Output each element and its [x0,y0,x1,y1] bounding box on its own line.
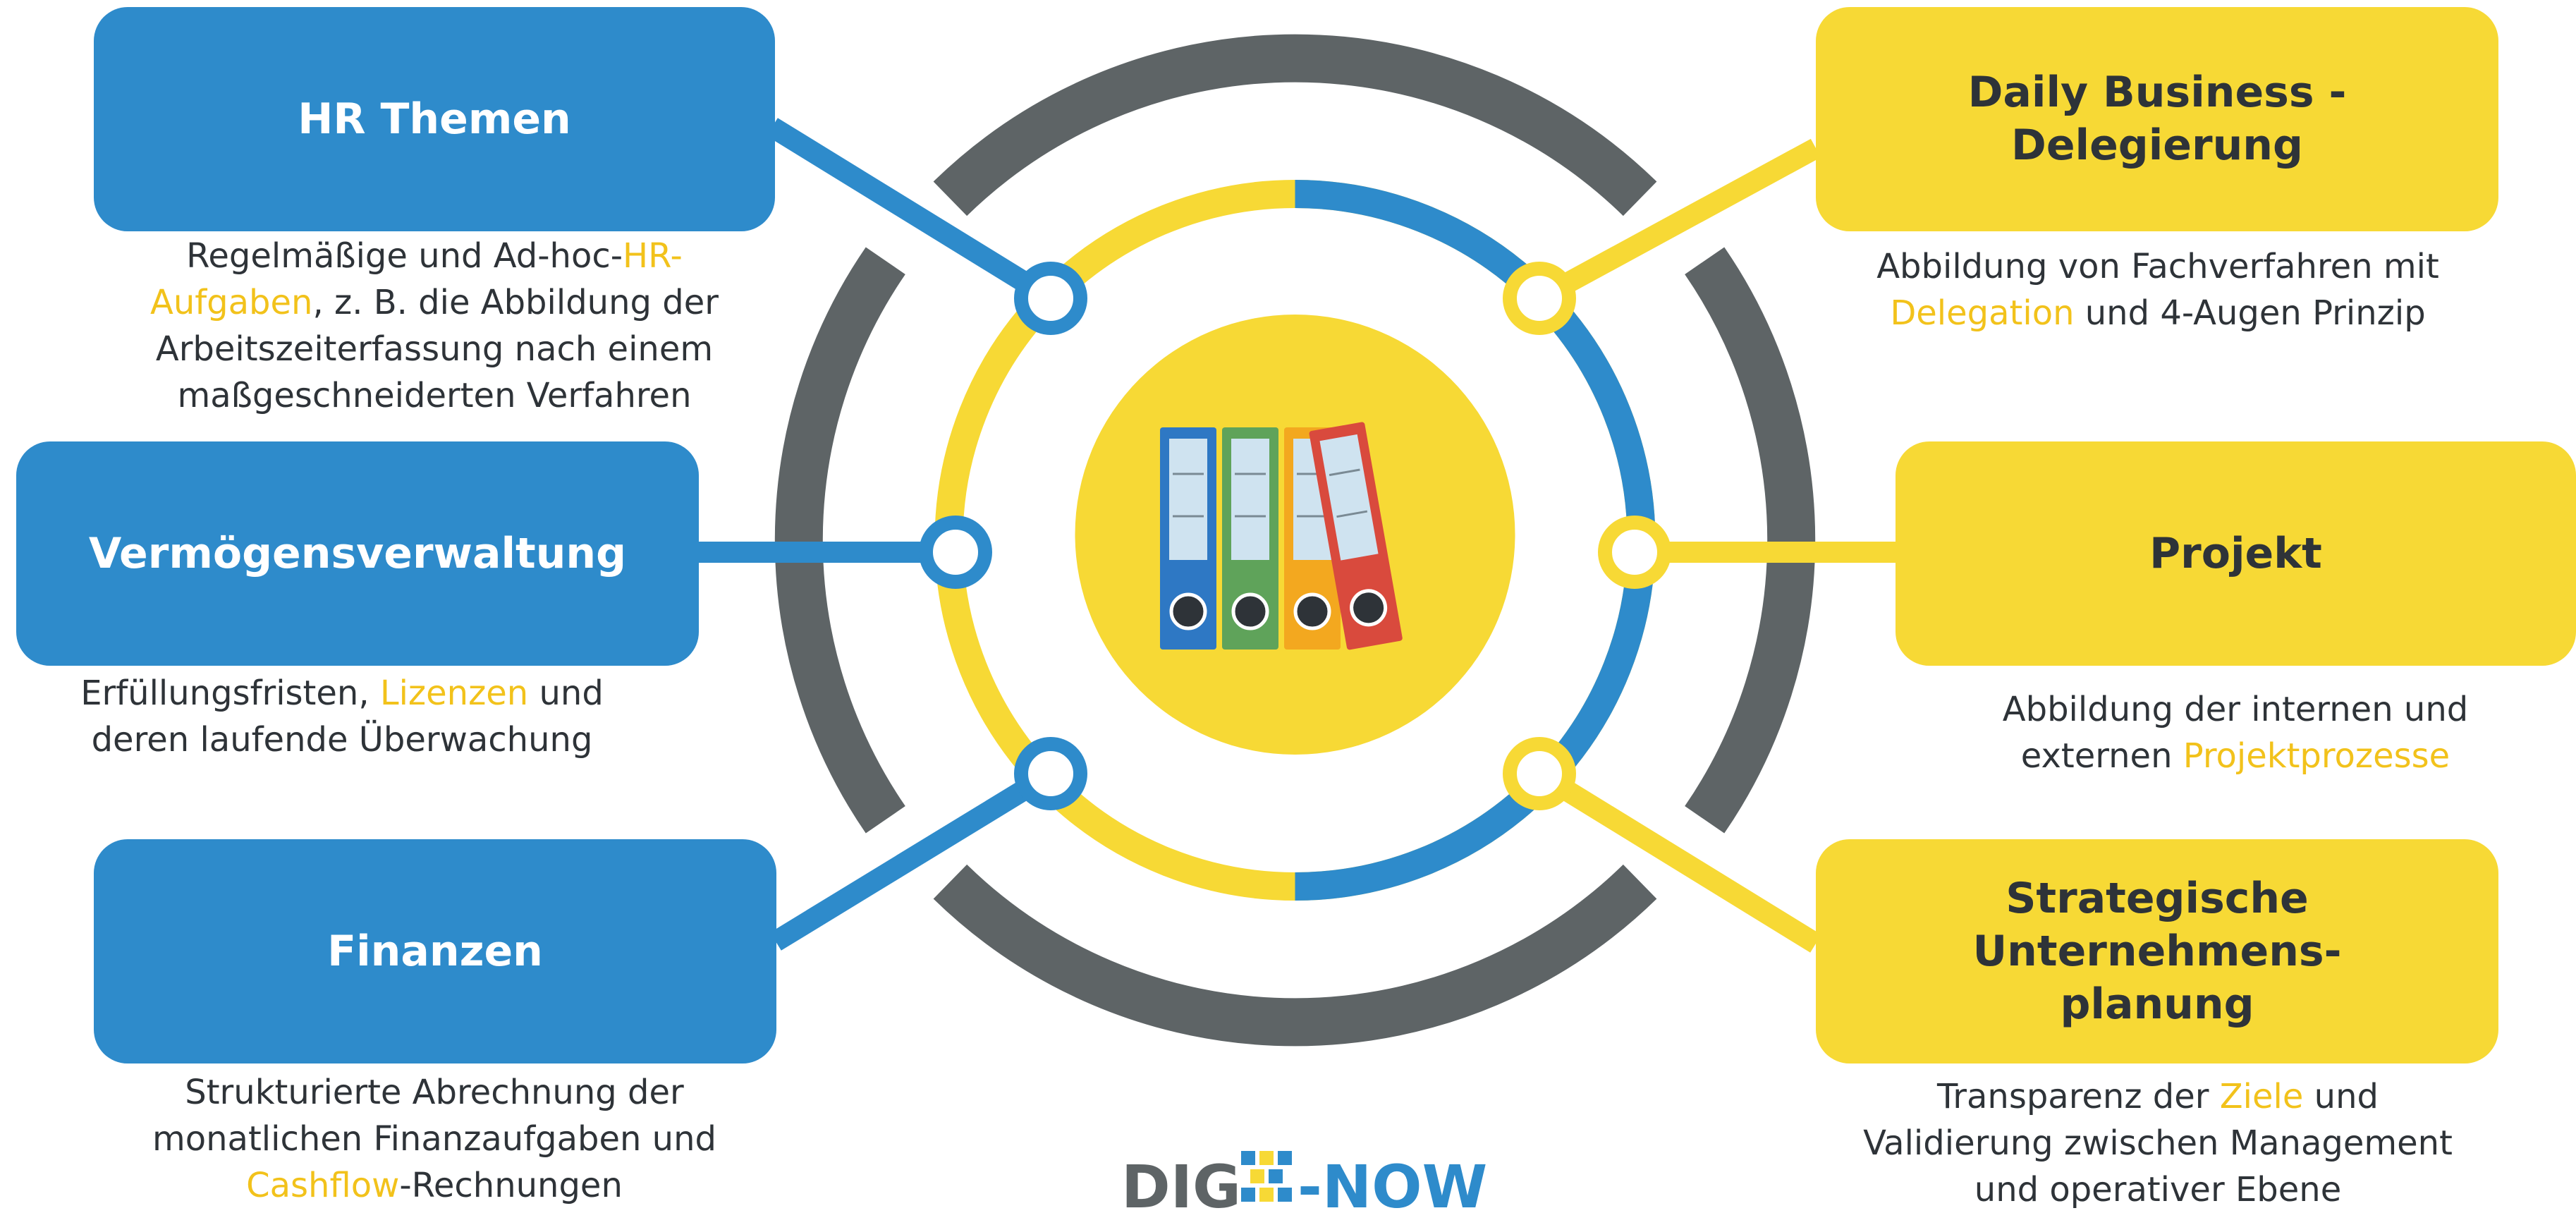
description-line: externen Projektprozesse [1932,733,2539,779]
logo-cube-icon [1241,1151,1292,1202]
connector-strategische-planung [1534,764,1821,953]
connector-hr-themen [767,118,1056,307]
logo-text-now: -NOW [1298,1152,1487,1209]
outer-ring [774,34,1816,1047]
description-line: Abbildung von Fachverfahren mit [1791,243,2525,290]
description-line: und operativer Ebene [1791,1166,2525,1213]
description-text: Abbildung von Fachverfahren mit [1876,247,2439,286]
highlight-text: Aufgaben [150,283,313,322]
logo-dig-now: DIG -NOW [1121,1151,1487,1209]
description-text: Validierung zwischen Management [1863,1123,2453,1163]
outer-ring-right-arc [1685,247,1816,834]
description-text: monatlichen Finanzaufgaben und [152,1119,716,1159]
description-text: Transparenz der [1936,1077,2220,1116]
description-text: und 4-Augen Prinzip [2074,293,2426,333]
binder-green [1222,427,1278,650]
description-line: Delegation und 4-Augen Prinzip [1791,290,2525,336]
highlight-text: Projektprozesse [2183,736,2450,776]
description-text: deren laufende Überwachung [91,720,593,760]
hr-themen-description: Regelmäßige und Ad-hoc-HR-Aufgaben, z. B… [78,233,791,419]
folder-binders-icon [1160,422,1403,650]
description-line: Abbildung der internen und [1932,686,2539,733]
nodes [919,262,1671,810]
title-line: HR Themen [298,94,571,144]
node-hr-themen [1014,262,1087,335]
title-line: Projekt [2149,528,2322,578]
description-text: und [2303,1077,2379,1116]
title-line: Delegierung [2011,121,2303,170]
description-text: Erfüllungsfristen, [80,673,380,713]
node-daily-business [1503,262,1576,335]
daily-business-title: Daily Business -Delegierung [1968,66,2347,172]
description-line: monatlichen Finanzaufgaben und [78,1116,791,1162]
finanzen-description: Strukturierte Abrechnung der monatlichen … [78,1069,791,1209]
node-finanzen [1014,737,1087,810]
highlight-text: Ziele [2219,1077,2304,1116]
projekt-description: Abbildung der internen und externen Proje… [1932,686,2539,779]
node-projekt [1598,516,1671,589]
title-line: Strategische [2006,873,2309,923]
description-text: und operativer Ebene [1974,1170,2342,1209]
description-text: -Rechnungen [399,1166,623,1205]
node-strategische-planung [1503,737,1576,810]
hr-themen-title: HR Themen [298,93,571,146]
projekt-title: Projekt [2149,528,2322,580]
description-line: Strukturierte Abrechnung der [78,1069,791,1116]
vermoegensverwaltung-box: Vermögensverwaltung [16,441,699,666]
description-line: deren laufende Überwachung [14,717,670,763]
description-text: und [528,673,604,713]
description-line: Validierung zwischen Management [1791,1120,2525,1166]
description-line: Transparenz der Ziele und [1791,1073,2525,1120]
hr-themen-box: HR Themen [94,7,775,231]
connector-daily-business [1534,138,1821,308]
daily-business-box: Daily Business -Delegierung [1816,7,2498,231]
description-text: maßgeschneiderten Verfahren [177,376,692,415]
highlight-text: HR- [623,236,683,276]
description-line: Arbeitszeiterfassung nach einem [78,326,791,372]
highlight-text: Delegation [1890,293,2075,333]
binder-blue [1160,427,1216,650]
projekt-box: Projekt [1896,441,2576,666]
description-text: Arbeitszeiterfassung nach einem [155,329,714,369]
title-line: planung [2060,979,2254,1029]
title-line: Daily Business - [1967,68,2347,117]
description-line: Regelmäßige und Ad-hoc-HR- [78,233,791,279]
connector-finanzen [770,764,1056,951]
binder-red [1309,422,1403,650]
vermoegensverwaltung-title: Vermögensverwaltung [89,528,626,580]
highlight-text: Lizenzen [379,673,529,713]
title-line: Vermögensverwaltung [88,528,627,578]
description-line: Aufgaben, z. B. die Abbildung der [78,279,791,326]
description-text: Regelmäßige und Ad-hoc- [186,236,623,276]
outer-ring-bottom-arc [933,864,1657,1047]
outer-ring-left-arc [774,247,905,834]
description-line: Cashflow-Rechnungen [78,1162,791,1209]
description-text: , z. B. die Abbildung der [312,283,719,322]
title-line: Finanzen [327,926,543,976]
highlight-text: Cashflow [246,1166,400,1205]
logo-text-dig: DIG [1121,1152,1241,1209]
finanzen-title: Finanzen [327,925,543,978]
node-vermoegensverwaltung [919,516,992,589]
description-text: Abbildung der internen und [2002,690,2469,729]
connectors [698,118,1897,953]
outer-ring-top-arc [933,34,1657,217]
description-line: maßgeschneiderten Verfahren [78,372,791,419]
finanzen-box: Finanzen [94,839,776,1063]
title-line: Unternehmens- [1972,926,2342,976]
description-line: Erfüllungsfristen, Lizenzen und [14,670,670,717]
description-text: externen [2020,736,2183,776]
description-text: Strukturierte Abrechnung der [185,1073,684,1112]
